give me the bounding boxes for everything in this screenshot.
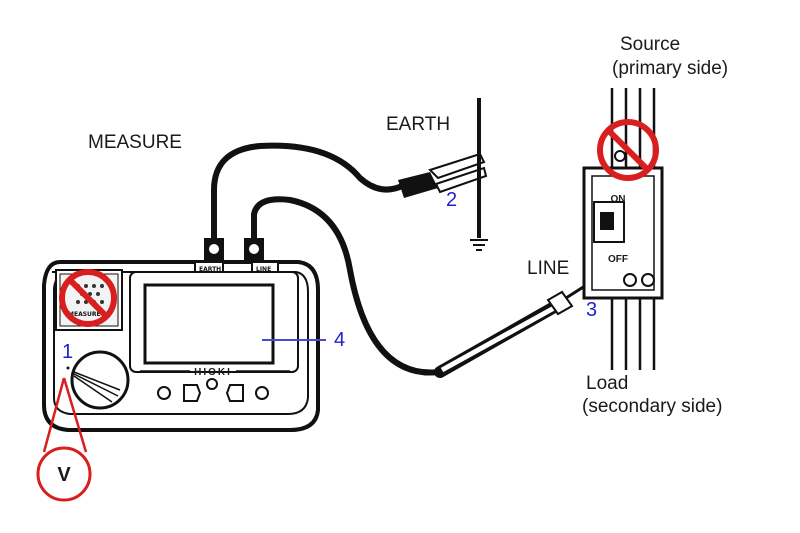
earth-label: EARTH [386,114,450,135]
callout-2: 2 [446,189,457,211]
callout-1: 1 [62,341,73,363]
alligator-clip-icon [398,152,488,198]
line-terminal-label: LINE [256,266,271,273]
rotary-dial-icon[interactable] [66,350,130,410]
breaker-on-label: ON [611,194,626,205]
source-sublabel: (primary side) [612,58,728,79]
function-buttons[interactable] [157,378,269,402]
earth-terminal[interactable]: EARTH [194,238,224,275]
voltage-symbol: V [57,464,71,486]
measure-label: MEASURE [88,132,182,153]
load-label: Load [586,373,628,394]
callout-4: 4 [334,329,345,351]
brand-logo: HIOKI [194,367,232,378]
measure-button-label: MEASURE [68,311,101,318]
source-label: Source [620,34,680,55]
voltage-callout: V [36,377,92,502]
callout-3: 3 [586,299,597,321]
line-cable [251,196,441,376]
circuit-breaker: ON OFF [582,166,664,300]
prohibition-sign-icon [59,269,117,327]
earth-terminal-label: EARTH [199,266,221,273]
line-label: LINE [527,258,569,279]
prohibition-sign-icon [597,119,659,181]
display-screen [129,271,299,373]
load-sublabel: (secondary side) [582,396,722,417]
breaker-off-label: OFF [608,254,628,265]
earth-cable [211,142,404,238]
ground-symbol-icon [470,239,488,251]
